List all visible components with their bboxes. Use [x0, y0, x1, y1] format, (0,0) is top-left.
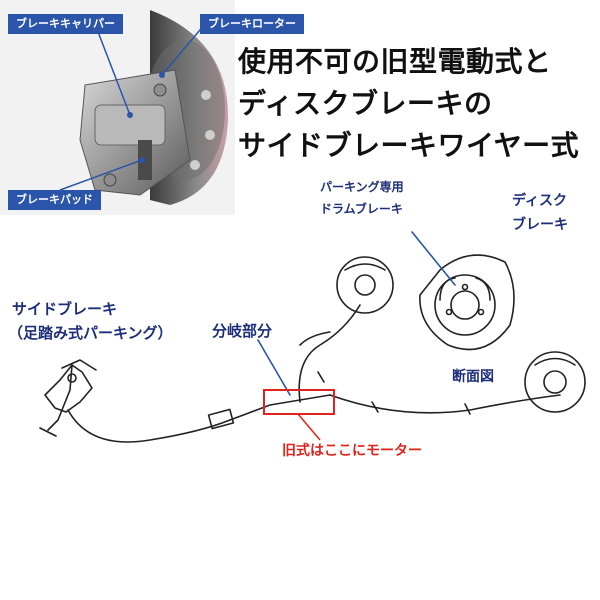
rotor-label: ブレーキローター — [200, 14, 304, 34]
branch-label: 分岐部分 — [212, 322, 273, 340]
drum-label-line-2: ドラムブレーキ — [320, 202, 403, 216]
cable-clip-1 — [317, 371, 325, 383]
rotor-pointer-dot — [159, 72, 165, 78]
right-drum-hub — [543, 370, 567, 394]
motor-note: 旧式はここにモーター — [282, 443, 422, 459]
drum-label-pointer — [411, 231, 456, 286]
cable-clip-2 — [371, 401, 379, 413]
section-drum-inner — [450, 290, 480, 320]
pedal-arm — [47, 364, 73, 431]
caliper-label: ブレーキキャリパー — [8, 14, 123, 34]
caliper-bolt-2 — [153, 83, 167, 97]
pad-label: ブレーキパッド — [8, 190, 101, 210]
pad-pointer-dot — [139, 157, 145, 163]
equalizer — [207, 408, 235, 430]
caliper-bolt-1 — [103, 173, 117, 187]
headline-line-3: サイドブレーキワイヤー式 — [238, 129, 580, 162]
section-bolt-3 — [445, 308, 453, 316]
motor-location-box — [263, 389, 335, 415]
side-brake-label-line-2: （足踏み式パーキング） — [8, 324, 173, 342]
pedal-pivot — [67, 373, 77, 383]
side-brake-label-line-1: サイドブレーキ — [12, 300, 118, 318]
pedal-pad — [39, 359, 97, 437]
section-view-label: 断面図 — [452, 369, 494, 385]
rear-cable-right — [329, 394, 561, 414]
caliper-pointer-dot — [127, 112, 133, 118]
section-bolt-2 — [477, 308, 485, 316]
section-shoe-left — [439, 277, 456, 301]
cable-guide — [299, 331, 331, 346]
section-bolt-1 — [461, 283, 469, 291]
section-drum-outer — [434, 274, 496, 336]
disc-shield — [419, 254, 515, 351]
hub-bolt-3 — [190, 160, 200, 170]
hub-bolt-1 — [201, 90, 211, 100]
pad-pointer — [59, 159, 143, 191]
rotor-pointer — [161, 23, 206, 76]
rear-cable-left — [298, 304, 361, 403]
left-drum-backplate — [336, 256, 394, 314]
pedal-assembly — [44, 364, 93, 413]
hub-bolt-2 — [205, 130, 215, 140]
cable-clip-3 — [464, 403, 471, 415]
disc-label-line-2: ブレーキ — [512, 217, 568, 233]
headline-line-2: ディスクブレーキの — [238, 87, 493, 120]
motor-note-pointer — [297, 413, 321, 441]
headline-line-1: 使用不可の旧型電動式と — [238, 45, 552, 78]
left-drum-shoe — [344, 263, 386, 271]
branch-rod — [229, 394, 331, 421]
right-drum-backplate — [524, 351, 586, 413]
brake-caliper-photo — [0, 0, 235, 215]
left-drum-hub — [354, 274, 376, 296]
right-drum-shoe — [534, 357, 576, 366]
front-cable — [67, 409, 231, 443]
disc-label-line-1: ディスク — [512, 193, 568, 209]
section-shoe-right — [475, 277, 491, 301]
caliper-pointer — [94, 23, 131, 116]
branch-pointer — [257, 339, 291, 396]
caliper-bracket — [94, 104, 166, 146]
drum-label-line-1: パーキング専用 — [320, 180, 404, 194]
